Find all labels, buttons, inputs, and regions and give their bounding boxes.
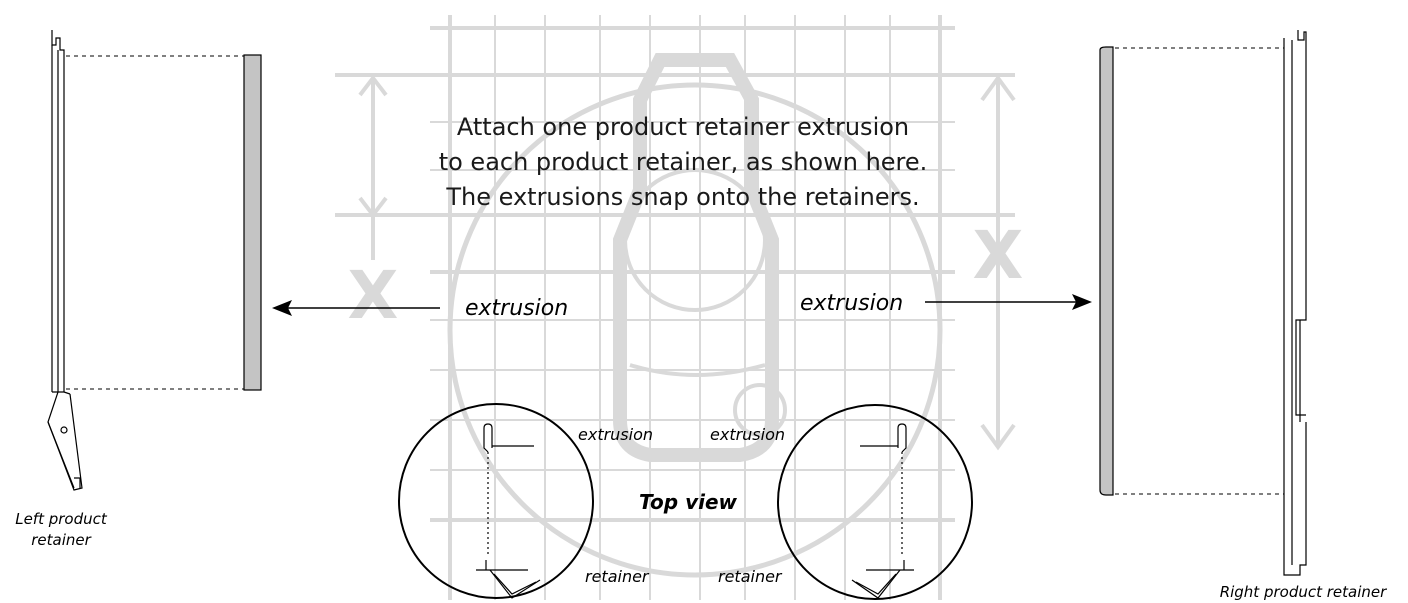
top-view-label: Top view xyxy=(639,490,738,514)
detail-right-retainer-label: retainer xyxy=(718,567,783,586)
detail-left-extrusion-label: extrusion xyxy=(578,425,653,444)
right-product-retainer xyxy=(1283,30,1307,576)
left-extrusion-bar xyxy=(243,54,262,391)
watermark-dimension-left: X xyxy=(348,257,399,334)
left-product-retainer xyxy=(47,30,83,491)
left-extrusion-arrow xyxy=(272,300,440,316)
detail-left-retainer-label: retainer xyxy=(585,567,650,586)
watermark-background xyxy=(335,15,1016,600)
instruction-line-3: The extrusions snap onto the retainers. xyxy=(445,183,919,211)
instruction-line-1: Attach one product retainer extrusion xyxy=(457,113,909,141)
right-retainer-label: Right product retainer xyxy=(1220,583,1387,601)
instruction-line-2: to each product retainer, as shown here. xyxy=(439,148,928,176)
right-guide-lines xyxy=(1115,47,1284,495)
left-guide-lines xyxy=(66,55,244,390)
detail-right-extrusion-label: extrusion xyxy=(710,425,785,444)
watermark-dimension-right: X xyxy=(973,217,1024,294)
left-extrusion-label: extrusion xyxy=(465,296,568,321)
right-extrusion-arrow xyxy=(925,294,1092,310)
top-view-detail-left xyxy=(398,403,594,599)
left-retainer-label-line-1: Left product xyxy=(15,510,108,528)
right-extrusion-label: extrusion xyxy=(800,291,903,316)
top-view-detail-right xyxy=(777,404,973,600)
left-retainer-label-line-2: retainer xyxy=(31,531,91,549)
right-extrusion-bar xyxy=(1099,46,1114,496)
